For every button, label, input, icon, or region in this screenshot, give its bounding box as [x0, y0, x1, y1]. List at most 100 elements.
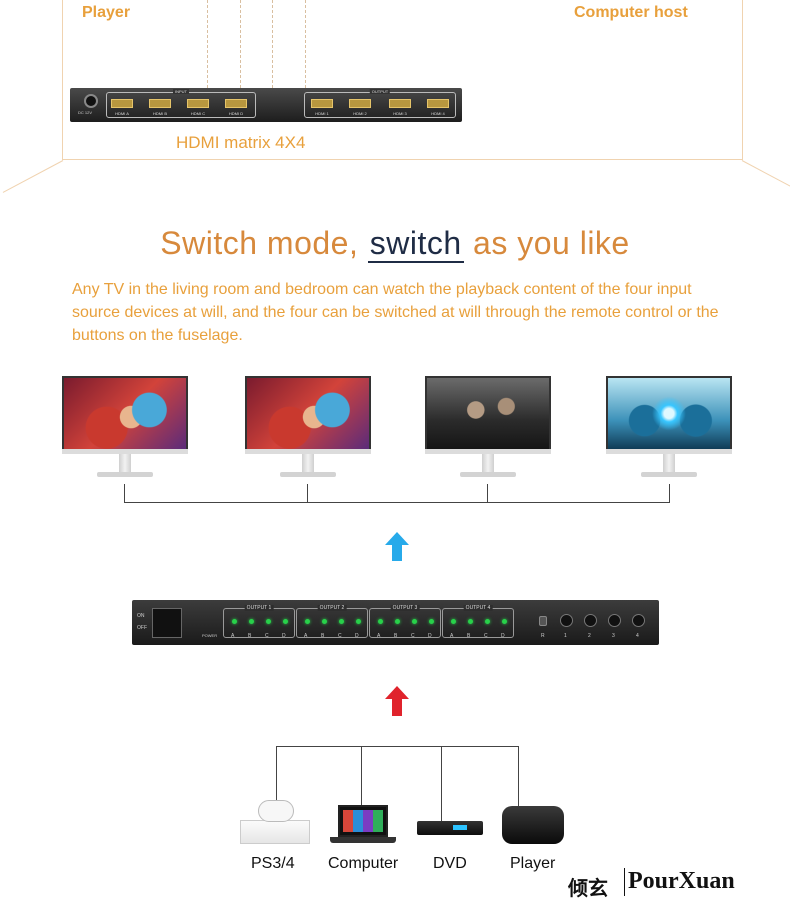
device-cable [441, 746, 442, 822]
dc-power-label: DC 12V [78, 110, 93, 115]
dvd-player-icon [417, 821, 483, 835]
monitor-stand [663, 454, 675, 472]
output-port-label: HDMI 3 [393, 111, 407, 116]
monitor-screen [425, 376, 551, 451]
output-port-label: HDMI 4 [431, 111, 445, 116]
media-box-icon [502, 806, 564, 844]
film-scene-image [427, 378, 549, 449]
status-led [322, 619, 327, 624]
tv-monitor-3 [425, 376, 551, 478]
status-led [395, 619, 400, 624]
device-bus-line [276, 746, 519, 747]
woman-artwork-image [64, 378, 186, 449]
device-label-ps: PS3/4 [251, 855, 295, 872]
button-label: 4 [636, 633, 639, 639]
arrow-up-red-icon [385, 686, 409, 699]
led-letter: B [321, 633, 325, 639]
laptop-screen [338, 805, 388, 837]
input-cable [272, 0, 273, 88]
input-select-button-1[interactable] [560, 614, 573, 627]
matrix-title: HDMI matrix 4X4 [176, 133, 306, 152]
headline: Switch mode, switch as you like [0, 225, 790, 263]
hdmi-port-icon [149, 99, 171, 108]
output-group-label: OUTPUT [369, 89, 391, 94]
status-led [249, 619, 254, 624]
controller-icon [258, 800, 294, 822]
input-port-label: HDMI C [190, 111, 206, 116]
output-3-led-group: OUTPUT 3 A B C D [369, 605, 441, 639]
arrow-up-blue-shaft [392, 545, 402, 561]
frame-corner-line-left [2, 160, 64, 193]
frame-corner-line-right [741, 160, 790, 187]
led-letter: D [501, 633, 505, 639]
status-led [305, 619, 310, 624]
console-body [240, 820, 310, 844]
top-player-label: Player [82, 4, 131, 21]
output-group-label: OUTPUT 3 [390, 605, 420, 611]
status-led [429, 619, 434, 624]
arrow-up-red-shaft [392, 699, 402, 716]
device-cable [276, 746, 277, 800]
status-led [283, 619, 288, 624]
remote-receiver-button[interactable] [539, 616, 547, 626]
input-group-label: INPUT [173, 89, 189, 94]
led-letter: A [450, 633, 454, 639]
led-letter: C [338, 633, 342, 639]
input-port-group: INPUT HDMI A HDMI B HDMI C HDMI D [106, 89, 256, 118]
monitor-cable [487, 484, 488, 503]
output-1-led-group: OUTPUT 1 A B C D [223, 605, 295, 639]
led-letter: B [394, 633, 398, 639]
input-cable [305, 0, 306, 88]
status-led [502, 619, 507, 624]
power-rocker-switch[interactable] [152, 608, 182, 638]
output-group-label: OUTPUT 4 [463, 605, 493, 611]
button-label: 3 [612, 633, 615, 639]
led-letter: A [304, 633, 308, 639]
tv-monitor-2 [245, 376, 371, 478]
headline-prefix: Switch mode, [160, 225, 368, 261]
hdmi-port-icon [111, 99, 133, 108]
input-port-label: HDMI A [115, 111, 129, 116]
input-select-button-4[interactable] [632, 614, 645, 627]
device-label-computer: Computer [328, 855, 399, 872]
dvd-display [453, 825, 467, 830]
monitor-bezel [245, 449, 371, 454]
device-label-dvd: DVD [433, 855, 467, 872]
device-cable [361, 746, 362, 806]
monitor-screen [62, 376, 188, 451]
monitor-stand [119, 454, 131, 472]
hdmi-port-icon [311, 99, 333, 108]
monitor-screen [606, 376, 732, 451]
input-port-label: HDMI B [153, 111, 167, 116]
output-port-label: HDMI 1 [315, 111, 329, 116]
input-cable [207, 0, 208, 88]
output-4-led-group: OUTPUT 4 A B C D [442, 605, 514, 639]
monitor-foot [460, 472, 516, 477]
monitor-screen [245, 376, 371, 451]
device-cable [518, 746, 519, 806]
top-diagram-frame [62, 0, 743, 160]
laptop-base [330, 837, 396, 843]
tv-monitor-1 [62, 376, 188, 478]
input-select-button-2[interactable] [584, 614, 597, 627]
game-console-icon [240, 798, 310, 846]
hdmi-port-icon [389, 99, 411, 108]
input-port-label: HDMI D [228, 111, 244, 116]
hdmi-port-icon [187, 99, 209, 108]
input-select-button-3[interactable] [608, 614, 621, 627]
led-letter: C [484, 633, 488, 639]
device-label-player: Player [510, 855, 556, 872]
logo-divider [624, 868, 625, 896]
status-led [378, 619, 383, 624]
led-letter: D [428, 633, 432, 639]
switch-on-label: ON [137, 613, 145, 619]
output-port-group: OUTPUT HDMI 1 HDMI 2 HDMI 3 HDMI 4 [304, 89, 456, 118]
switch-off-label: OFF [137, 625, 147, 631]
monitor-cable [307, 484, 308, 503]
monitor-bus-line [124, 502, 670, 503]
monitor-foot [97, 472, 153, 477]
hdmi-matrix-rear-panel: DC 12V INPUT HDMI A HDMI B HDMI C HDMI D… [70, 88, 462, 122]
top-computer-host-label: Computer host [574, 4, 688, 21]
brand-logo-english: PourXuan [628, 868, 735, 894]
monitor-bezel [606, 449, 732, 454]
